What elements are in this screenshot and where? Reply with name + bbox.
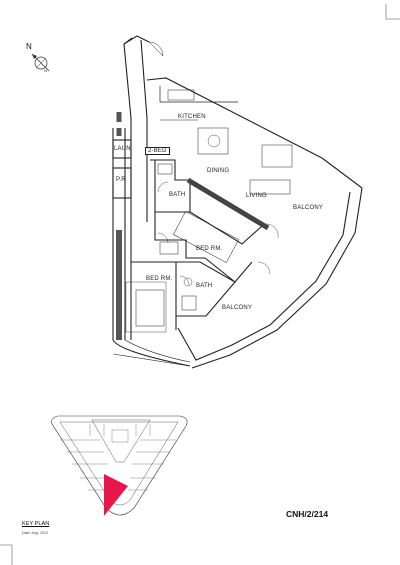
kitchen-label: KITCHEN xyxy=(178,114,206,120)
unit-type-tag: 2-BED xyxy=(145,147,170,155)
svg-text:N: N xyxy=(44,68,47,73)
dining-label: DINING xyxy=(207,168,230,174)
balcony-1-label: BALCONY xyxy=(293,205,324,211)
bath-2-label: BATH xyxy=(196,283,213,289)
key-plan-title: KEY PLAN xyxy=(22,521,50,527)
balcony-2-label: BALCONY xyxy=(222,305,253,311)
laundry-label: LAUN xyxy=(114,146,131,152)
bedroom-2-label: BED RM. xyxy=(146,276,173,282)
key-plan-date: Date: Aug. 2023 xyxy=(22,531,48,535)
powder-room-label: P.R xyxy=(116,177,126,183)
bath-1-label: BATH xyxy=(169,192,186,198)
key-plan-highlight xyxy=(104,474,128,516)
bedroom-1-label: BED RM. xyxy=(196,246,223,252)
living-label: LIVING xyxy=(246,193,267,199)
unit-code: CNH/2/214 xyxy=(286,509,329,519)
north-label: N xyxy=(26,42,32,51)
